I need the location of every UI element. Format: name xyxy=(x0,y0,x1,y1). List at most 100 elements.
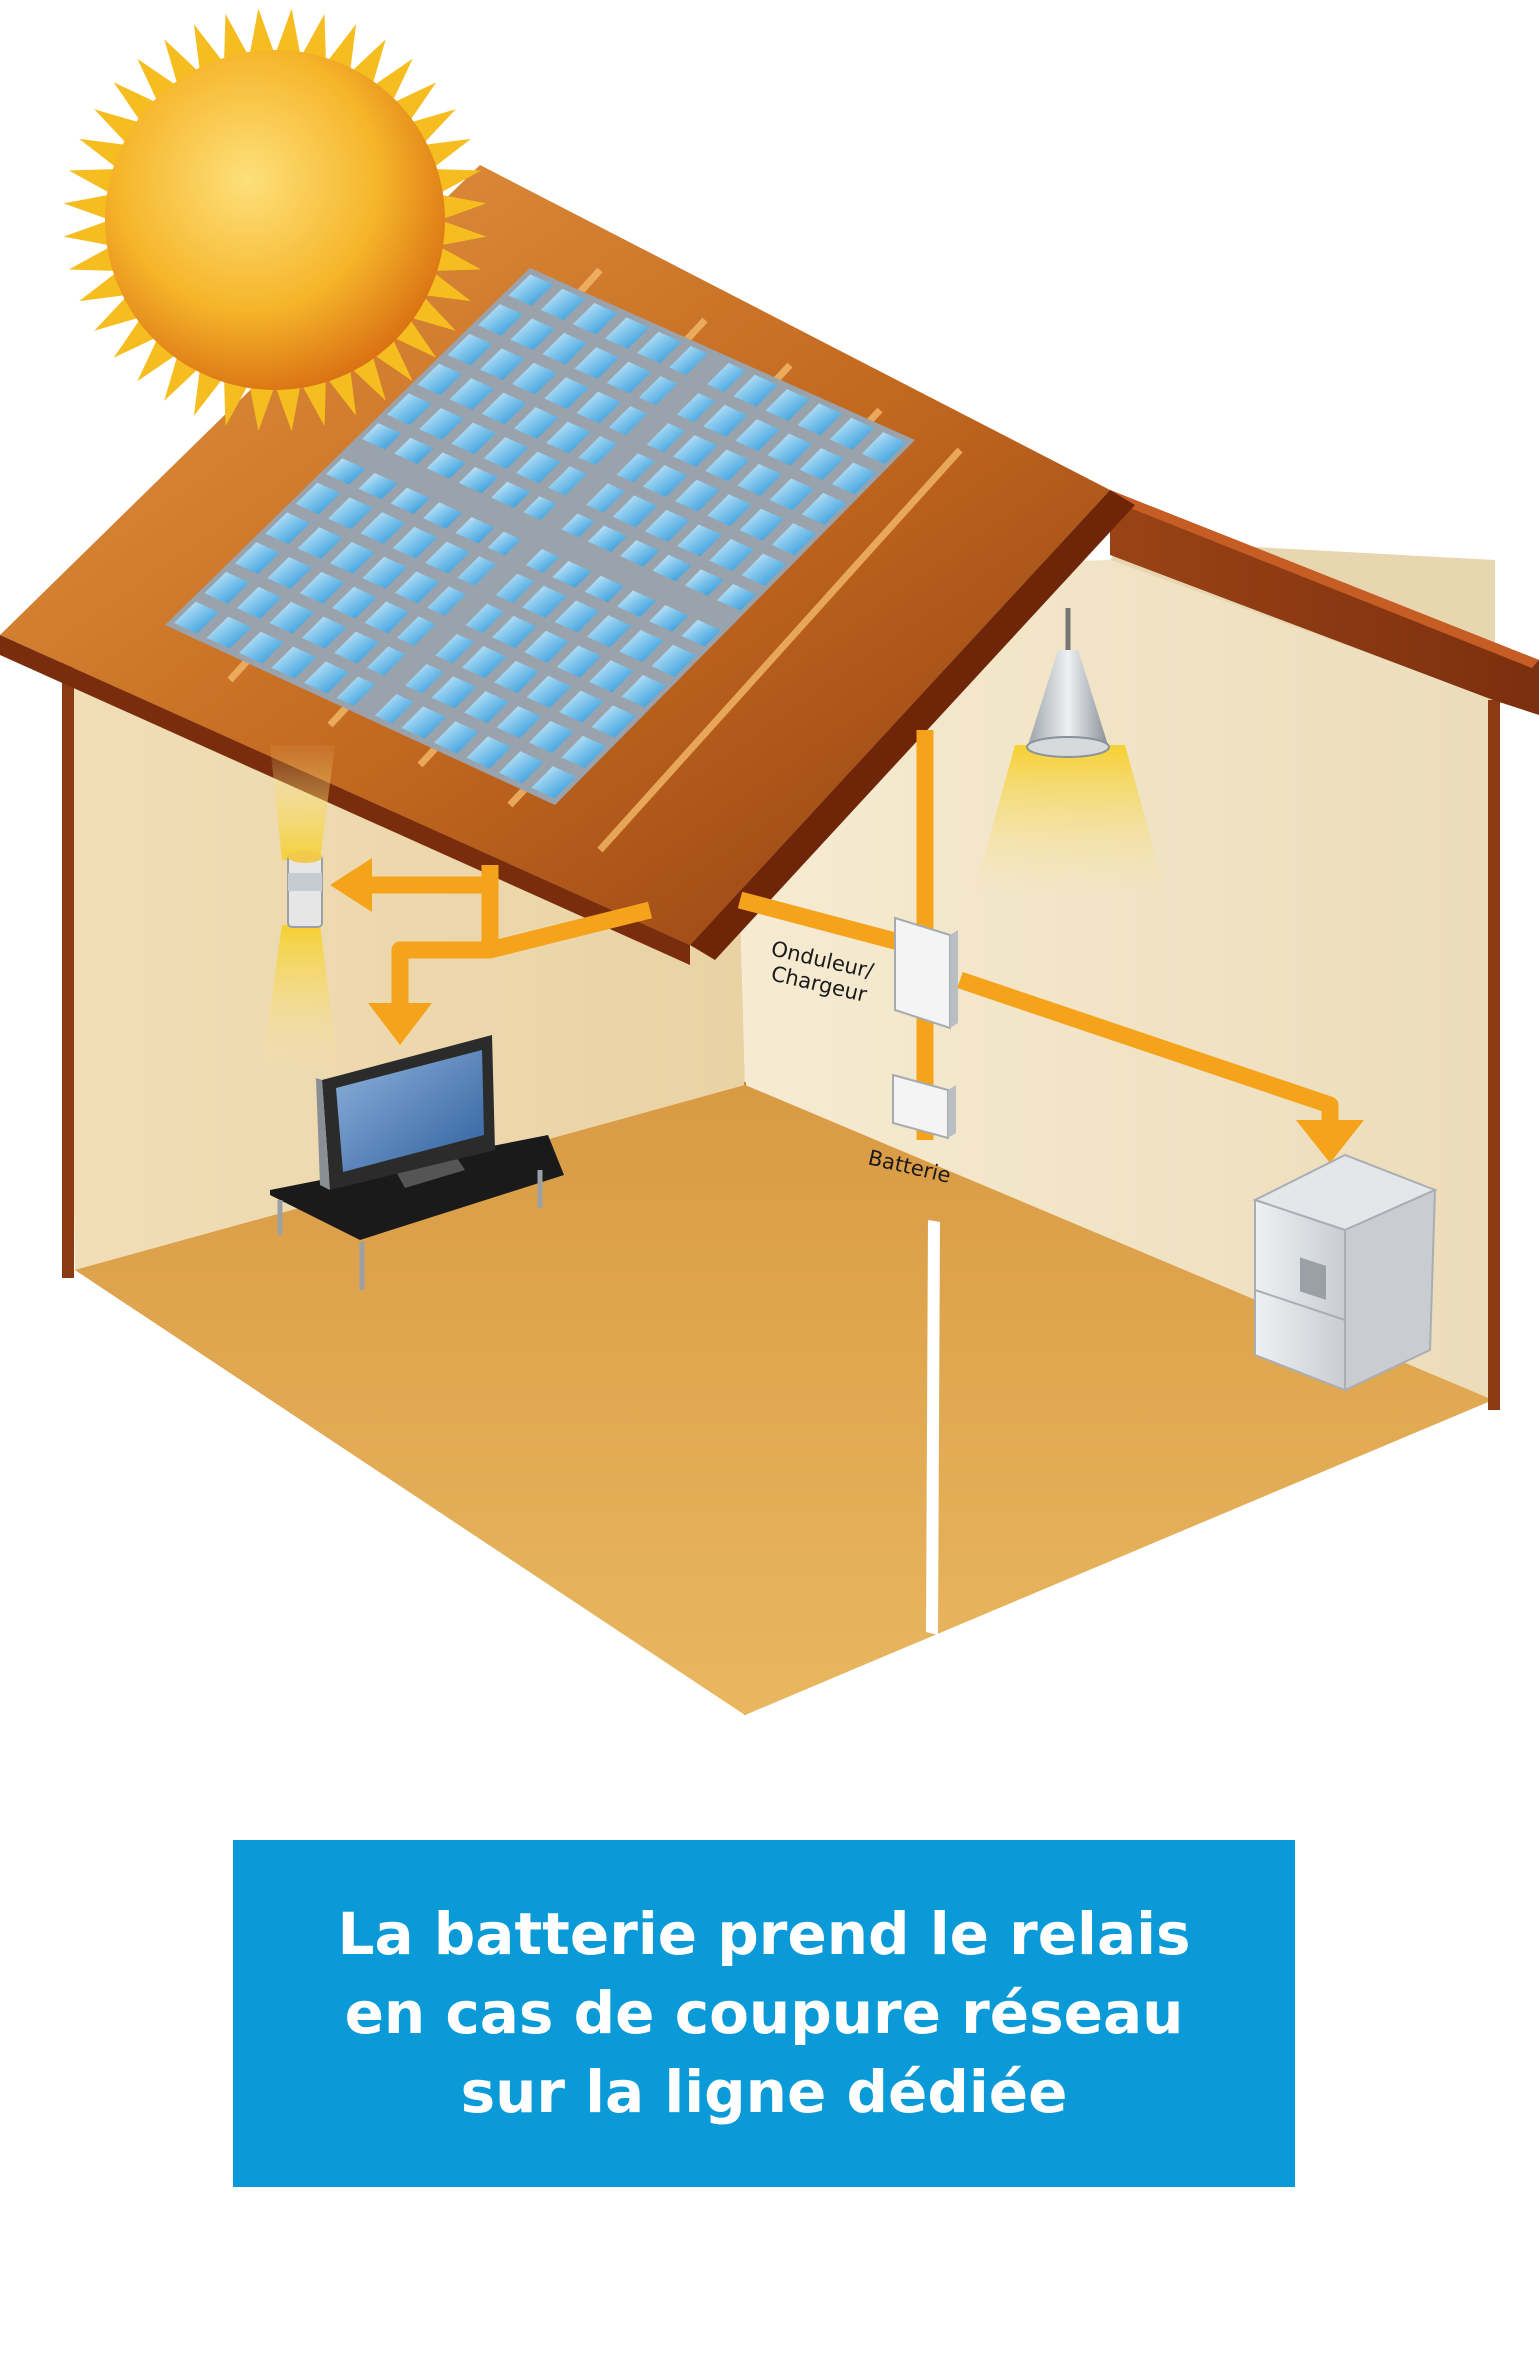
panel-cell xyxy=(265,512,310,545)
panel-cell xyxy=(559,690,604,723)
panel-cell xyxy=(401,706,447,739)
panel-cell xyxy=(524,630,569,663)
solar-panel-icon xyxy=(165,268,915,805)
panel-cell xyxy=(362,423,402,450)
panel-cell xyxy=(548,466,587,496)
panel-cell xyxy=(299,571,345,604)
panel-cell xyxy=(239,631,284,664)
sun-ray xyxy=(249,8,275,58)
panel-cell xyxy=(606,361,652,394)
panel-cell xyxy=(425,541,470,574)
panel-cell xyxy=(586,483,625,513)
panel-cell xyxy=(512,362,557,395)
sun-icon xyxy=(63,8,487,432)
panel-cell xyxy=(330,541,375,574)
panel-cell xyxy=(295,482,341,515)
panel-cell xyxy=(675,479,720,512)
panel-cell xyxy=(510,318,555,351)
panel-cell xyxy=(572,303,618,335)
panel-cell xyxy=(767,433,812,466)
panel-cell xyxy=(652,554,692,582)
inverter-box-icon xyxy=(894,916,958,1030)
panel-cell xyxy=(334,631,379,664)
battery-box-icon xyxy=(892,1073,956,1140)
panel-cell xyxy=(394,437,434,465)
panel-cell xyxy=(765,389,810,421)
panel-cell xyxy=(604,317,650,349)
panel-cell xyxy=(587,525,627,552)
wall-lamp-icon xyxy=(262,745,338,1065)
pendant-lamp-icon xyxy=(975,608,1165,890)
panel-cell xyxy=(578,436,618,466)
panel-cell xyxy=(801,492,847,525)
panel-cell xyxy=(464,691,509,724)
panel-cell xyxy=(434,721,479,754)
panel-cell xyxy=(492,615,537,648)
panel-cell xyxy=(735,419,780,452)
panel-cell xyxy=(487,531,521,556)
power-arrows xyxy=(330,858,1364,1163)
panel-cell xyxy=(515,451,561,484)
panel-cell xyxy=(576,391,621,424)
panel-cell xyxy=(328,497,373,530)
panel-cell xyxy=(426,452,466,479)
panel-cell xyxy=(419,407,464,440)
arrow-to-tv xyxy=(368,1003,432,1045)
panel-cell xyxy=(642,465,688,498)
panel-cell xyxy=(591,705,637,738)
panel-cell xyxy=(619,629,664,663)
panel-cell xyxy=(360,512,406,544)
panel-cell xyxy=(417,363,462,396)
panel-cell xyxy=(525,549,560,573)
panel-cell xyxy=(461,646,507,679)
caption-line-3: sur la ligne dédiée xyxy=(460,2058,1068,2126)
sun-ray xyxy=(224,13,250,64)
panel-cell xyxy=(529,720,574,754)
panel-cell xyxy=(358,472,398,500)
floor-divider-line xyxy=(926,1220,940,1635)
panel-cell xyxy=(451,422,496,455)
panel-cell xyxy=(394,571,440,604)
panel-cell xyxy=(491,481,531,508)
panel-cell xyxy=(269,601,315,634)
panel-cell xyxy=(709,539,754,571)
panel-cell xyxy=(204,571,250,604)
caption-line-1: La batterie prend le relais xyxy=(337,1900,1191,1968)
panel-cell xyxy=(174,601,219,634)
panel-cell xyxy=(861,432,907,464)
panel-cell xyxy=(508,274,554,306)
arrow-to-wall-lamp xyxy=(330,858,372,912)
panel-cell xyxy=(386,393,432,425)
panel-cell xyxy=(707,362,746,393)
panel-cell xyxy=(206,616,252,649)
panel-cell xyxy=(646,423,686,453)
panel-cell xyxy=(546,421,591,454)
panel-cell xyxy=(267,557,313,589)
panel-cell xyxy=(304,661,349,694)
sun-ray xyxy=(300,376,326,427)
panel-cell xyxy=(466,736,512,769)
panel-cell xyxy=(499,751,544,784)
panel-cell xyxy=(637,331,682,364)
panel-cell xyxy=(739,508,784,541)
panel-cell xyxy=(669,346,708,376)
panel-cell xyxy=(336,676,376,706)
panel-cell xyxy=(561,513,595,538)
roof-right xyxy=(1110,490,1539,715)
sun-ray xyxy=(224,376,250,427)
panel-cell xyxy=(483,437,529,469)
panel-cell xyxy=(326,458,366,485)
panel-cell xyxy=(479,348,525,380)
sun-disc xyxy=(105,50,445,390)
panel-cell xyxy=(554,600,600,633)
panel-cell xyxy=(620,540,660,567)
panel-cell xyxy=(494,660,539,694)
panel-cell xyxy=(301,616,347,649)
panel-cell xyxy=(364,601,410,634)
wall-edges xyxy=(62,650,1500,1410)
panel-cell xyxy=(616,453,656,483)
panel-cell xyxy=(447,333,493,366)
panel-cell xyxy=(621,675,667,708)
solar-house-illustration: Onduleur/ Chargeur Batterie xyxy=(0,8,1539,1715)
caption-line-2: en cas de coupure réseau xyxy=(344,1979,1184,2047)
